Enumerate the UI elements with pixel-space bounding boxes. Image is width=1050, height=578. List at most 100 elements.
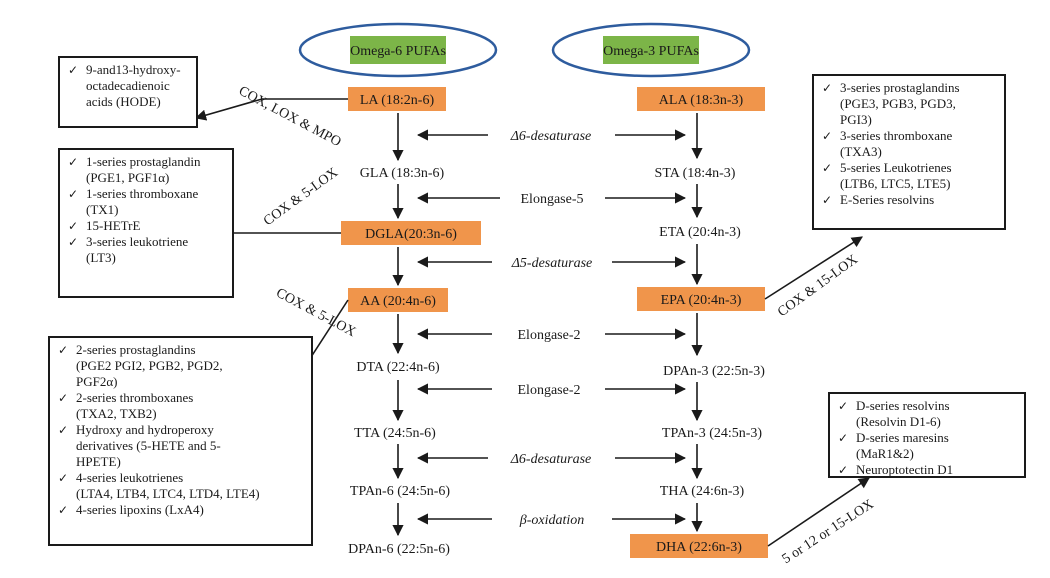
pathway-aa-label: COX & 5-LOX — [273, 286, 358, 341]
product-list-item: ✓1-series prostaglandin(PGE1, PGF1α) — [66, 154, 226, 186]
enzyme-elo2a-label: Elongase-2 — [518, 328, 581, 343]
product-list-item: ✓2-series prostaglandins(PGE2 PGI2, PGB2… — [56, 342, 305, 390]
epa-products-list: ✓3-series prostaglandins(PGE3, PGB3, PGD… — [820, 80, 998, 208]
epa-products-box: ✓3-series prostaglandins(PGE3, PGB3, PGD… — [812, 74, 1006, 230]
product-list-item: ✓D-series resolvins(Resolvin D1-6) — [836, 398, 1018, 430]
product-line: 1-series thromboxane — [86, 186, 199, 201]
product-line: 2-series prostaglandins — [76, 342, 196, 357]
check-icon: ✓ — [68, 219, 79, 233]
product-line: (TXA3) — [840, 144, 882, 159]
aa-node — [348, 288, 448, 312]
product-line: (TXA2, TXB2) — [76, 406, 157, 421]
la-to-hode-arrow — [194, 98, 348, 121]
product-line: (LTB6, LTC5, LTE5) — [840, 176, 951, 191]
pathway-la-label: COX, LOX & MPO — [236, 84, 343, 151]
product-list-item: ✓E-Series resolvins — [820, 192, 998, 208]
sta-label: STA (18:4n-3) — [655, 166, 736, 181]
check-icon: ✓ — [68, 235, 79, 249]
product-line: acids (HODE) — [86, 94, 161, 109]
eta-label: ETA (20:4n-3) — [659, 225, 741, 240]
dgla-products-list: ✓1-series prostaglandin(PGE1, PGF1α)✓1-s… — [66, 154, 226, 266]
dpa3-label: DPAn-3 (22:5n-3) — [663, 364, 765, 379]
product-line: (LTA4, LTB4, LTC4, LTD4, LTE4) — [76, 486, 260, 501]
tta-label: TTA (24:5n-6) — [354, 426, 436, 441]
dha-products-list: ✓D-series resolvins(Resolvin D1-6)✓D-ser… — [836, 398, 1018, 478]
pathway-epa-label: COX & 15-LOX — [775, 252, 861, 320]
product-list-item: ✓ D-series maresins(MaR1&2) — [836, 430, 1018, 462]
check-icon: ✓ — [68, 155, 79, 169]
omega6-header-label: Omega-6 PUFAs — [350, 44, 446, 59]
product-list-item: ✓ 3-series thromboxane(TXA3) — [820, 128, 998, 160]
side-pathway-arrows — [194, 98, 870, 547]
check-icon: ✓ — [822, 193, 833, 207]
la-node — [348, 87, 446, 111]
product-list-item: ✓ 4-series leukotrienes(LTA4, LTB4, LTC4,… — [56, 470, 305, 502]
product-list-item: ✓3-series leukotriene(LT3) — [66, 234, 226, 266]
product-line: PGF2α) — [76, 374, 118, 389]
check-icon: ✓ — [58, 423, 69, 437]
product-line: (Resolvin D1-6) — [856, 414, 941, 429]
product-list-item: ✓ 4-series lipoxins (LxA4) — [56, 502, 305, 518]
enzyme-elo5-label: Elongase-5 — [521, 192, 584, 207]
enzyme-arrows — [416, 129, 687, 525]
product-line: 9-and13-hydroxy- — [86, 62, 181, 77]
aa-products-box: ✓2-series prostaglandins(PGE2 PGI2, PGB2… — [48, 336, 313, 546]
product-line: D-series maresins — [856, 430, 949, 445]
check-icon: ✓ — [838, 431, 849, 445]
tpa6-label: TPAn-6 (24:5n-6) — [350, 484, 451, 499]
check-icon: ✓ — [58, 391, 69, 405]
product-line: 3-series leukotriene — [86, 234, 189, 249]
product-line: 4-series leukotrienes — [76, 470, 184, 485]
epa-to-box-arrow — [764, 236, 863, 300]
check-icon: ✓ — [822, 81, 833, 95]
dgla-products-box: ✓1-series prostaglandin(PGE1, PGF1α)✓1-s… — [58, 148, 234, 298]
product-line: 3-series thromboxane — [840, 128, 953, 143]
check-icon: ✓ — [838, 463, 849, 477]
product-list-item: ✓ 15-HETrE — [66, 218, 226, 234]
dha-products-box: ✓D-series resolvins(Resolvin D1-6)✓D-ser… — [828, 392, 1026, 478]
check-icon: ✓ — [58, 471, 69, 485]
dgla-label: DGLA(20:3n-6) — [365, 227, 457, 242]
check-icon: ✓ — [58, 503, 69, 517]
ala-node — [637, 87, 765, 111]
aa-label: AA (20:4n-6) — [360, 294, 436, 309]
product-line: (PGE3, PGB3, PGD3, — [840, 96, 956, 111]
product-line: 4-series lipoxins (LxA4) — [76, 502, 204, 517]
dta-label: DTA (22:4n-6) — [356, 360, 440, 375]
product-line: derivatives (5-HETE and 5- — [76, 438, 221, 453]
check-icon: ✓ — [822, 161, 833, 175]
omega3-header-label: Omega-3 PUFAs — [603, 44, 699, 59]
enzyme-d5-label: Δ5-desaturase — [511, 256, 593, 271]
product-line: (PGE1, PGF1α) — [86, 170, 170, 185]
enzyme-d6-label: Δ6-desaturase — [510, 129, 592, 144]
product-line: 15-HETrE — [86, 218, 141, 233]
check-icon: ✓ — [822, 129, 833, 143]
check-icon: ✓ — [68, 63, 79, 77]
dha-node — [630, 534, 768, 558]
product-line: Hydroxy and hydroperoxy — [76, 422, 214, 437]
omega3-header-fill — [603, 36, 699, 64]
enzyme-elo2b-label: Elongase-2 — [518, 383, 581, 398]
epa-label: EPA (20:4n-3) — [661, 293, 742, 308]
dha-to-box-arrow — [767, 477, 870, 547]
check-icon: ✓ — [838, 399, 849, 413]
product-list-item: ✓2-series thromboxanes(TXA2, TXB2) — [56, 390, 305, 422]
omega6-header: Omega-6 PUFAs — [298, 22, 498, 78]
product-line: (MaR1&2) — [856, 446, 914, 461]
check-icon: ✓ — [68, 187, 79, 201]
dha-label: DHA (22:6n-3) — [656, 540, 742, 555]
pathway-dgla-label: COX & 5-LOX — [261, 165, 341, 229]
product-line: 5-series Leukotrienes — [840, 160, 952, 175]
epa-node — [637, 287, 765, 311]
product-line: octadecadienoic — [86, 78, 170, 93]
enzyme-d6b-label: Δ6-desaturase — [510, 452, 592, 467]
tha-label: THA (24:6n-3) — [660, 484, 745, 499]
dgla-node — [341, 221, 481, 245]
pathway-dha-label: 5 or 12 or 15-LOX — [780, 497, 877, 567]
product-line: (TX1) — [86, 202, 119, 217]
